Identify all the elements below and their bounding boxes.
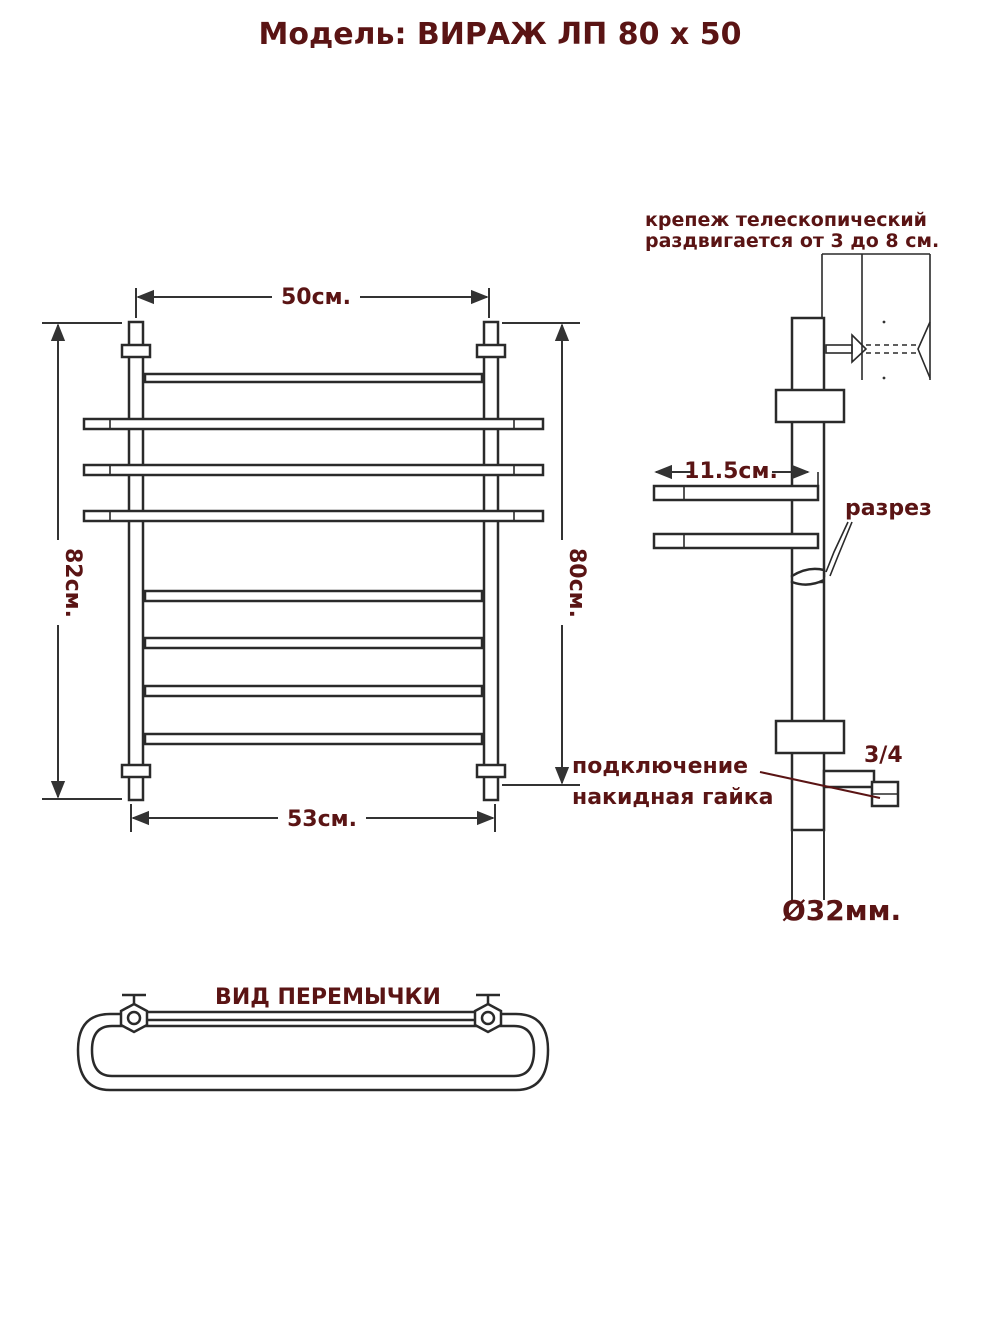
- connection-label-line1: подключение: [572, 754, 748, 779]
- telescopic-rod: [825, 344, 853, 354]
- shelf-bar-2: [82, 463, 545, 477]
- side-bracket-lower: [774, 719, 846, 755]
- thread-label: 3/4: [864, 743, 903, 768]
- side-shelf-2: [652, 532, 820, 550]
- jumper-view: ВИД ПЕРЕМЫЧКИ: [76, 985, 550, 1092]
- left-post: [127, 320, 145, 802]
- width-bottom-label: 53см.: [287, 807, 357, 832]
- bracket-top-right: [475, 343, 507, 359]
- height-right-label: 80см.: [564, 548, 589, 618]
- side-shelf-1: [652, 484, 820, 502]
- rung-2: [143, 636, 484, 650]
- width-top-label: 50см.: [281, 285, 351, 310]
- shelf-depth-label: 11.5см.: [684, 459, 778, 484]
- rung-3: [143, 684, 484, 698]
- rung-1: [143, 589, 484, 603]
- side-view: крепеж телескопический раздвигается от 3…: [572, 209, 939, 927]
- mount-label-line1: крепеж телескопический: [645, 209, 927, 231]
- jumper-joint-left: [119, 993, 149, 1034]
- bracket-bottom-right: [475, 763, 507, 779]
- rung-4: [143, 732, 484, 746]
- shelf-bar-3: [82, 509, 545, 523]
- connection-label-line2: накидная гайка: [572, 785, 774, 810]
- height-left-label: 82см.: [60, 548, 85, 618]
- section-label: разрез: [845, 496, 932, 521]
- front-view: 50см. 53см. 82см. 80см.: [42, 285, 589, 832]
- page-title: Модель: ВИРАЖ ЛП 80 х 50: [259, 17, 742, 52]
- bracket-top-left: [120, 343, 152, 359]
- shelf-bar-1: [82, 417, 545, 431]
- diameter-label: Ø32мм.: [782, 894, 901, 927]
- bracket-bottom-left: [120, 763, 152, 779]
- right-post: [482, 320, 500, 802]
- mount-label-line2: раздвигается от 3 до 8 см.: [645, 230, 939, 252]
- jumper-joint-right: [473, 993, 503, 1034]
- connection-pipe: [822, 769, 876, 789]
- side-column-lower: [790, 580, 826, 832]
- top-bar: [143, 372, 484, 384]
- side-bracket-upper: [774, 388, 846, 424]
- jumper-view-label: ВИД ПЕРЕМЫЧКИ: [215, 985, 441, 1010]
